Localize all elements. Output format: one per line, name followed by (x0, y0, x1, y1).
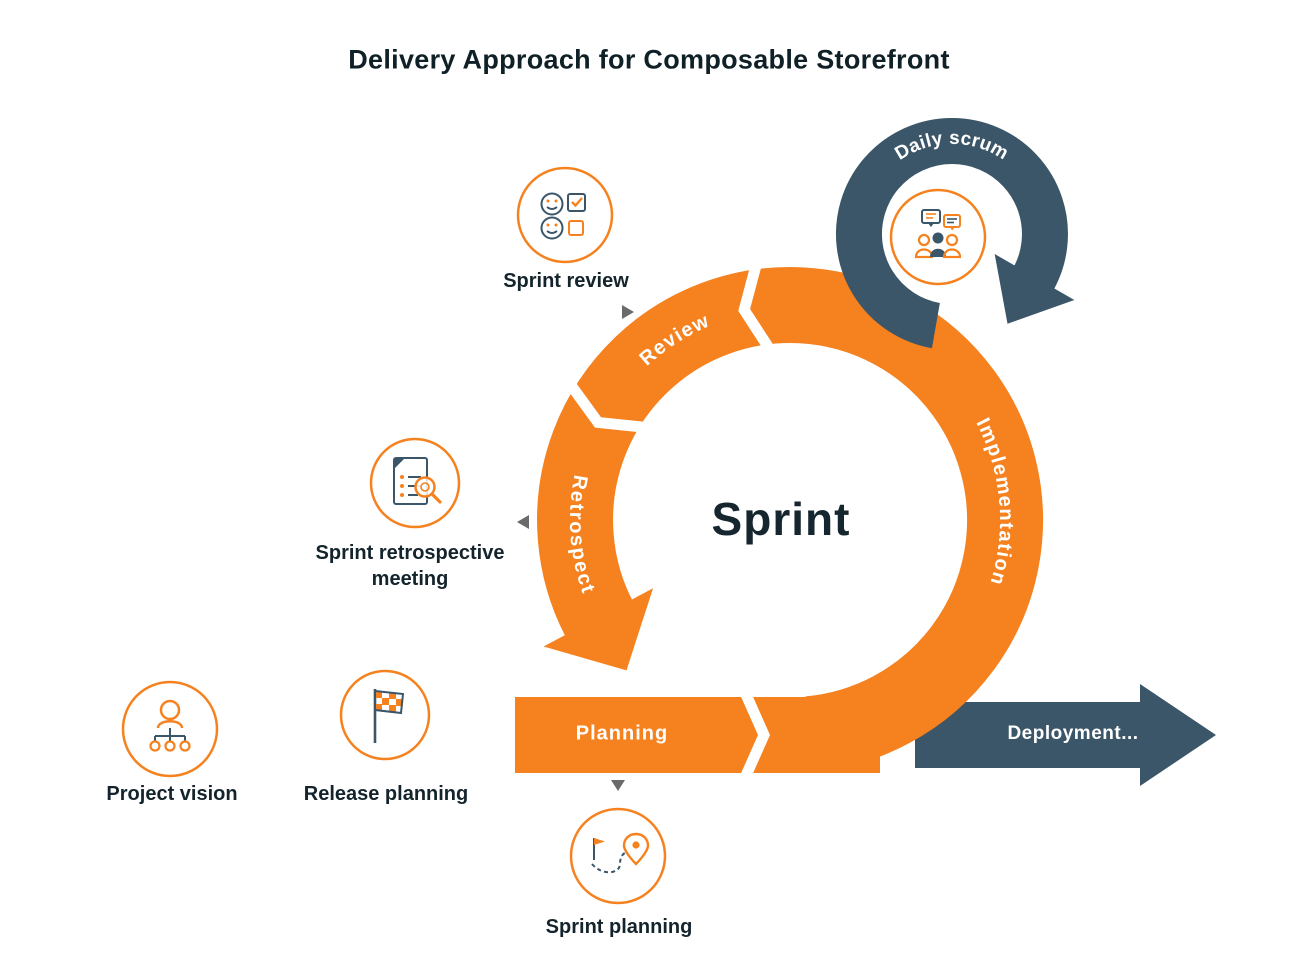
checkered-flag-icon (339, 669, 431, 761)
sprint-retrospective-caption: Sprint retrospective meeting (315, 542, 505, 590)
magnifier-glyph (414, 476, 442, 504)
sprint-planning-caption: Sprint planning (545, 916, 693, 938)
smiley-checklist-icon (516, 166, 614, 264)
segment-gap-chevron-left (566, 377, 650, 433)
sprint-review-caption: Sprint review (503, 270, 629, 292)
pointer-triangle-review (622, 305, 634, 319)
retrospect-arrowhead (543, 588, 654, 671)
page-title: Delivery Approach for Composable Storefr… (348, 44, 950, 75)
release-planning-caption: Release planning (303, 783, 469, 805)
daily-scrum-arrowhead (994, 254, 1075, 324)
team-chat-icon (889, 188, 987, 286)
segment-gap-chevron-top (738, 261, 777, 353)
document-magnifier-icon (369, 437, 461, 529)
pointer-triangle-sprint-planning (611, 780, 625, 791)
person-hierarchy-icon (121, 680, 219, 778)
deployment-arrow (915, 684, 1216, 786)
sprint-center-label: Sprint (711, 493, 851, 545)
pointer-triangle-retrospective (517, 515, 529, 529)
route-destination-pin-icon (569, 807, 667, 905)
daily-scrum-loop (835, 118, 1075, 349)
deployment-label: Deployment... (1007, 723, 1139, 744)
segment-gap-chevron-planning (738, 690, 770, 780)
planning-segment-label: Planning (575, 722, 669, 745)
project-vision-caption: Project vision (106, 783, 238, 805)
